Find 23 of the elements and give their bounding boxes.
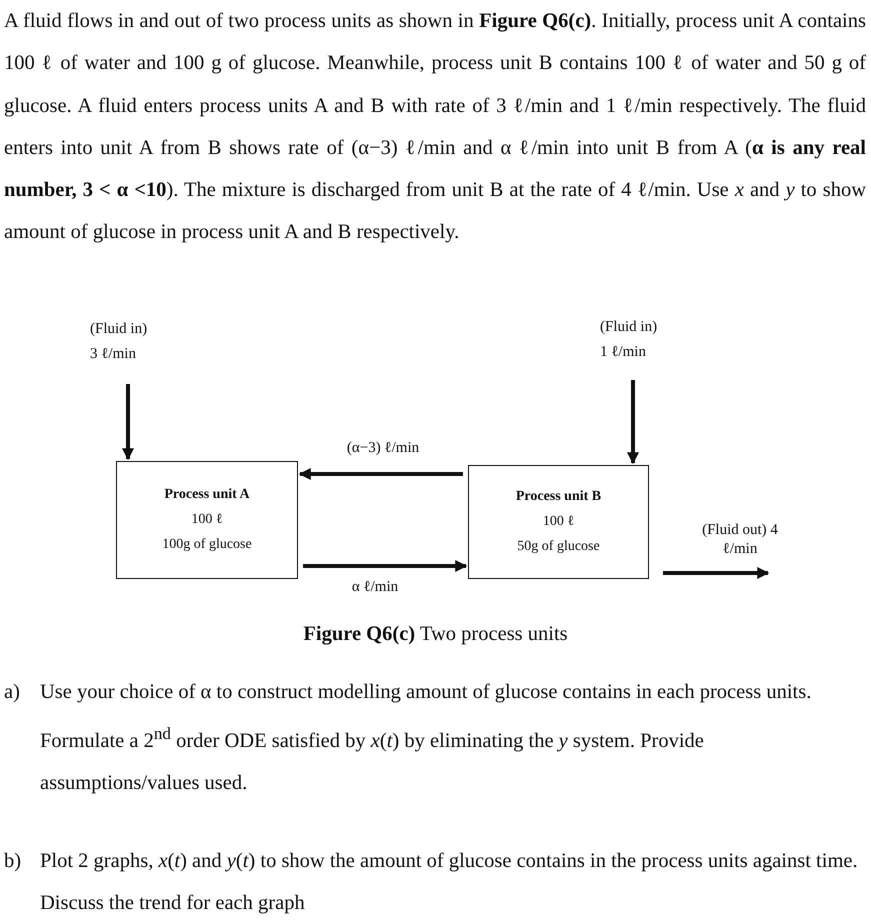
figure-caption: Figure Q6(c) Two process units — [302, 622, 569, 647]
flow-label: (Fluid in) — [90, 320, 148, 339]
unit-content: 100 ℓ — [191, 511, 223, 529]
flow-rate: 1 ℓ/min — [600, 343, 647, 362]
arrow — [627, 380, 639, 464]
unit-title: Process unit A — [164, 486, 250, 504]
problem-paragraph: A fluid flows in and out of two process units as shown in Figure Q6(c). Initially, process unit A contains 100 ℓ of water and 100 g of glucose. Meanwhile, process unit B contains 100 ℓ of water and 50 g of glucose. A fluid enters process units A and B with rate of 3 ℓ/min and 1 ℓ/min respectively. The fluid enters into unit A from B shows rate of (α−3) ℓ/min and α ℓ/min into unit B from A (α is any real number, 3 < α <10). The mixture is discharged from unit B at the rate of 4 ℓ/min. Use x and y to show amount of glucose in process unit A and B respectively. — [4, 9, 866, 246]
list-marker: b) — [4, 849, 22, 874]
unit-content: 100g of glucose — [162, 536, 252, 554]
process-box — [468, 465, 649, 579]
arrow — [122, 384, 134, 460]
arrow — [303, 560, 468, 572]
question-text: Use your choice of α to construct modelling amount of glucose contains in each process units. Formulate a 2$^{nd}$ order ODE satisfied by x(t) by eliminating the y system. Provide assumptions/values used. — [40, 680, 812, 796]
flow-rate: 3 ℓ/min — [90, 345, 137, 364]
flow-label: (Fluid in) — [600, 318, 658, 337]
unit-content: 100 ℓ — [542, 513, 574, 531]
unit-title: Process unit B — [516, 488, 602, 506]
list-marker: a) — [4, 680, 21, 705]
question-text: Plot 2 graphs, x(t) and y(t) to show the amount of glucose contains in the process units against time. Discuss the trend for each graph — [40, 849, 859, 916]
unit-content: 50g of glucose — [517, 538, 600, 556]
process-box — [116, 461, 298, 579]
arrow — [663, 567, 770, 579]
arrow — [298, 468, 463, 480]
